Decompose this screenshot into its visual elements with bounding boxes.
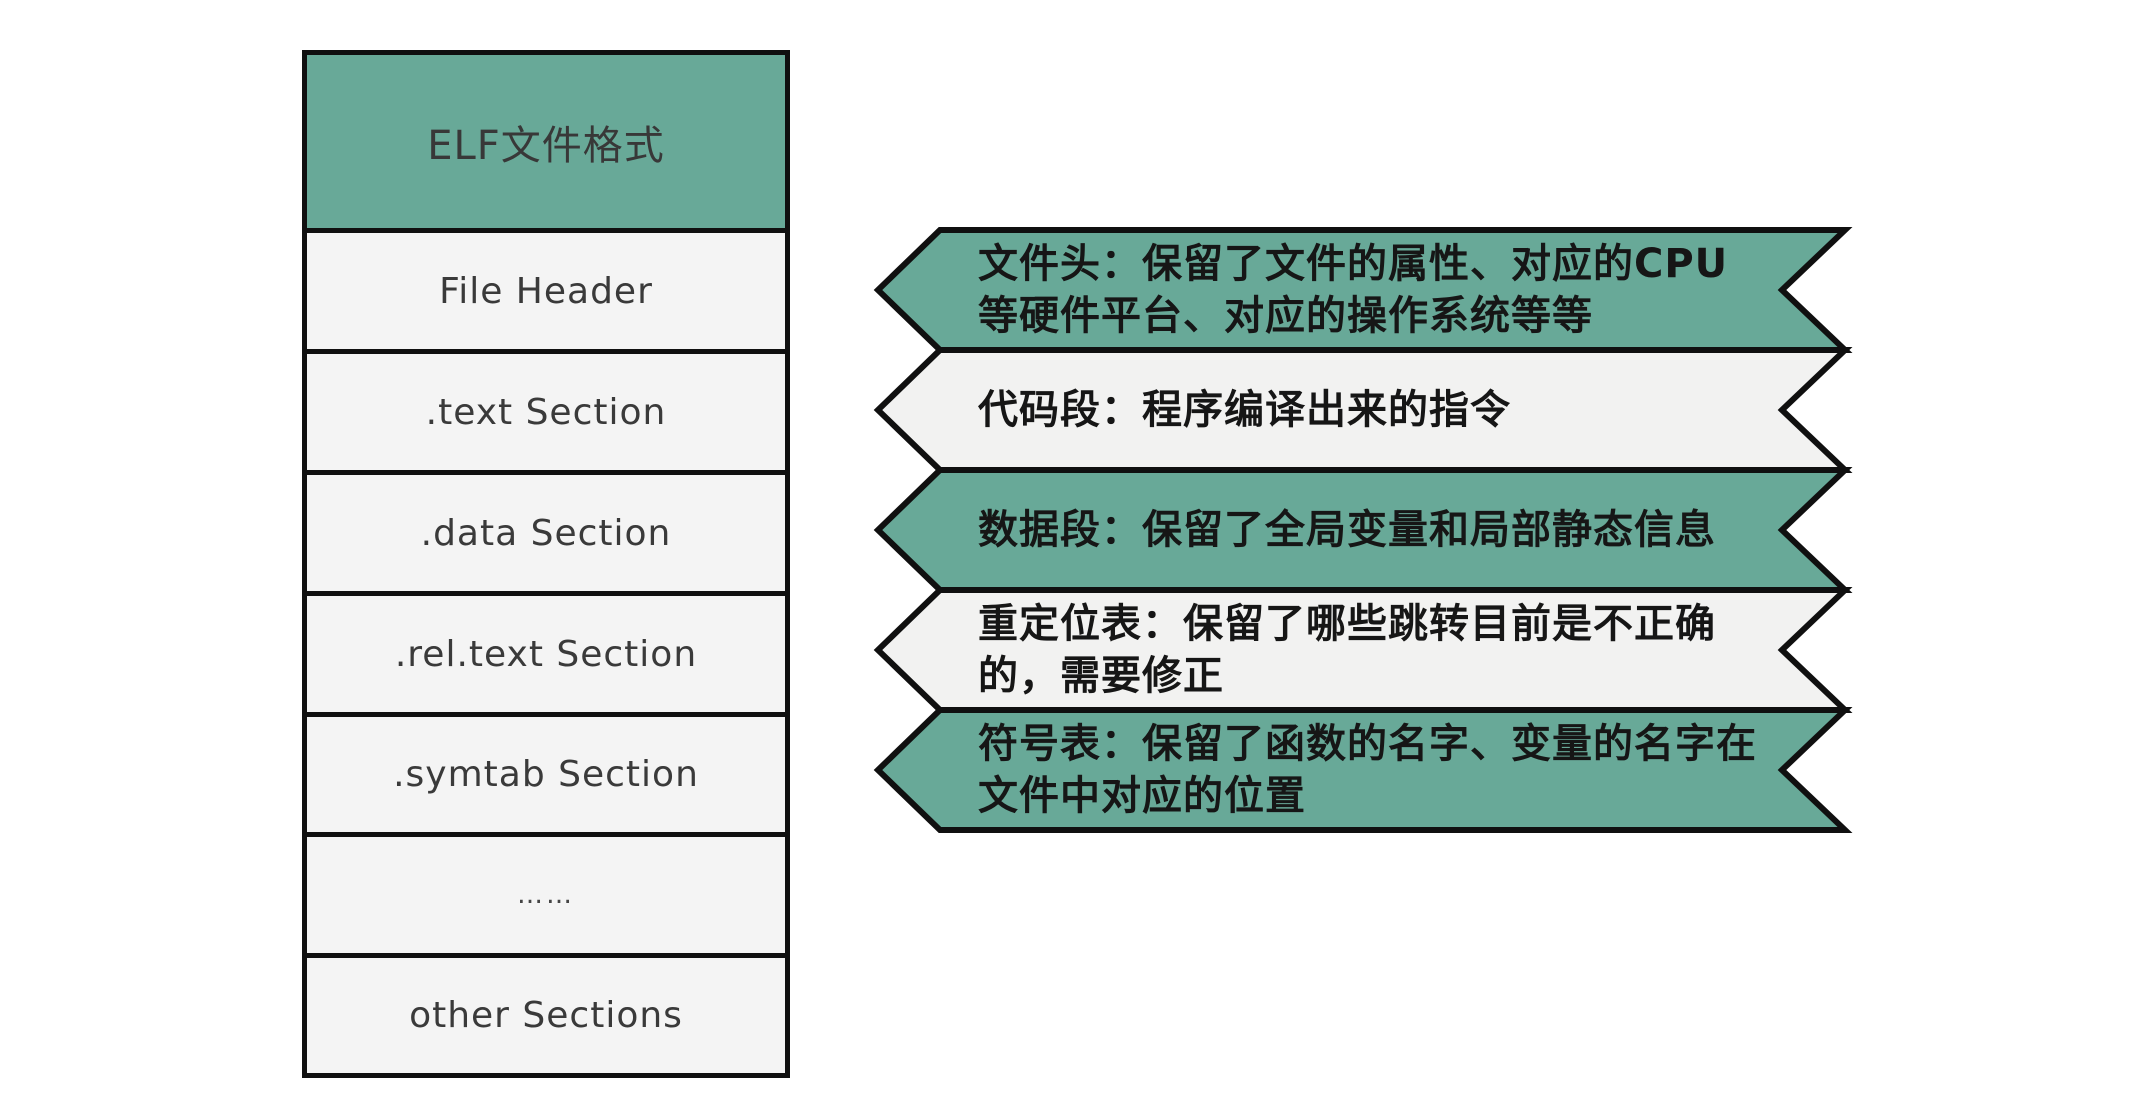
ribbon-shape-symtab-section xyxy=(873,707,1853,833)
ribbon-file-header-desc: 文件头：保留了文件的属性、对应的CPU 等硬件平台、对应的操作系统等等 xyxy=(978,230,1790,350)
stack-row-ellipsis: …… xyxy=(302,832,790,958)
stack-row-label: ELF文件格式 xyxy=(427,122,665,169)
stack-row-elf-header: ELF文件格式 xyxy=(302,50,790,233)
ribbon-text: 代码段：程序编译出来的指令 xyxy=(978,387,1511,433)
stack-row-data-section: .data Section xyxy=(302,470,790,596)
elf-stack: ELF文件格式 File Header .text Section .data … xyxy=(302,50,790,1078)
ribbon-text-section-desc: 代码段：程序编译出来的指令 xyxy=(978,350,1790,470)
ribbon-data-section-desc: 数据段：保留了全局变量和局部静态信息 xyxy=(978,470,1790,590)
stack-row-label: .rel.text Section xyxy=(394,633,698,675)
stack-row-file-header: File Header xyxy=(302,228,790,354)
stack-row-label: …… xyxy=(517,880,575,910)
ribbon-text: 符号表：保留了函数的名字、变量的名字在 文件中对应的位置 xyxy=(978,721,1757,819)
stack-row-label: .symtab Section xyxy=(393,754,699,795)
stack-row-label: other Sections xyxy=(409,995,683,1036)
stack-row-other-sections: other Sections xyxy=(302,953,790,1078)
stack-row-label: .text Section xyxy=(425,391,667,433)
ribbon-text: 文件头：保留了文件的属性、对应的CPU 等硬件平台、对应的操作系统等等 xyxy=(978,241,1729,339)
ribbon-symtab-section-desc: 符号表：保留了函数的名字、变量的名字在 文件中对应的位置 xyxy=(978,710,1790,830)
ribbon-text: 重定位表：保留了哪些跳转目前是不正确 的，需要修正 xyxy=(978,601,1716,699)
stack-row-rel-text-section: .rel.text Section xyxy=(302,591,790,717)
stack-row-symtab-section: .symtab Section xyxy=(302,712,790,837)
ribbon-text: 数据段：保留了全局变量和局部静态信息 xyxy=(978,507,1716,553)
ribbon-rel-text-section-desc: 重定位表：保留了哪些跳转目前是不正确 的，需要修正 xyxy=(978,590,1790,710)
stack-row-label: File Header xyxy=(439,270,653,312)
ribbon-shapes xyxy=(873,227,1853,833)
stack-row-text-section: .text Section xyxy=(302,349,790,475)
stack-row-label: .data Section xyxy=(420,512,672,554)
ribbon-annotations: 文件头：保留了文件的属性、对应的CPU 等硬件平台、对应的操作系统等等 代码段：… xyxy=(866,222,1854,838)
